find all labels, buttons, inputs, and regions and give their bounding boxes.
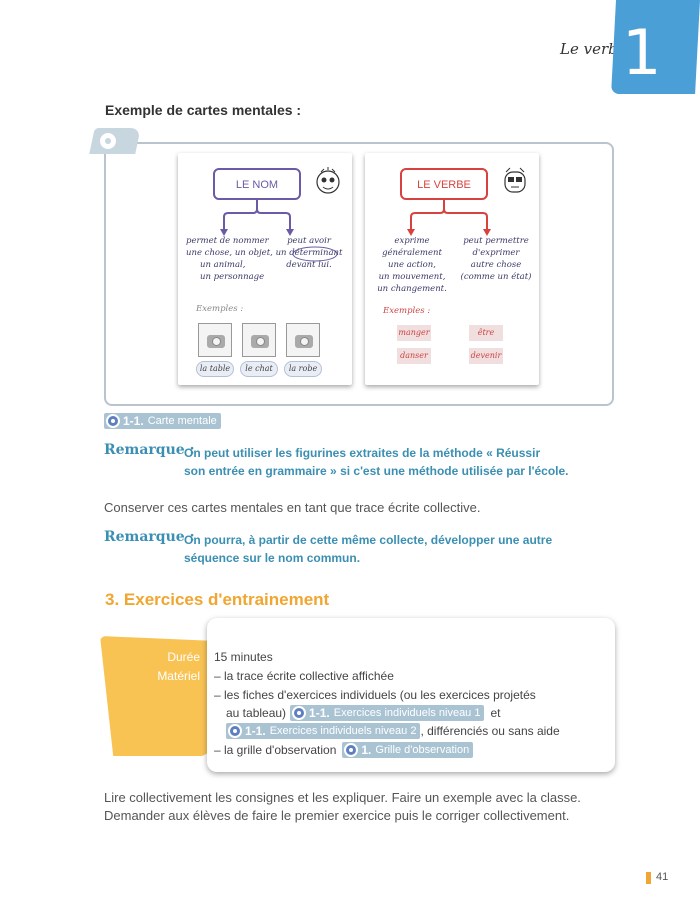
camera-icon (242, 323, 276, 357)
material-line: 1-1. Exercices individuels niveau 2 , di… (226, 722, 560, 740)
chapter-title: Le verbe (560, 40, 627, 58)
example-word: être (469, 325, 503, 341)
text-line: (comme un état) (460, 272, 532, 282)
duration-key: Durée (167, 650, 200, 664)
example-label: la robe (284, 361, 322, 377)
remark-text: On pourra, à partir de cette même collec… (184, 531, 552, 567)
resource-code: 1-1. (245, 724, 266, 738)
resource-code: 1-1. (309, 706, 330, 720)
duration-value: 15 minutes (214, 650, 273, 664)
mind-map-card-nom: LE NOM permet de nommer une chose, un ob… (178, 153, 352, 385)
verbe-examples-label: Exemples : (383, 306, 431, 316)
exercise-heading: 3. Exercices d'entrainement (105, 590, 330, 609)
nom-definition-left: permet de nommer une chose, un objet, un… (186, 235, 273, 283)
material-line: au tableau) 1-1. Exercices individuels n… (226, 704, 501, 722)
text-line: On pourra, à partir de cette même collec… (184, 533, 553, 547)
text-line: d'exprimer (472, 248, 520, 258)
info-flag (100, 636, 210, 756)
text-line: devant lui. (286, 260, 332, 270)
material-line: – les fiches d'exercices individuels (ou… (214, 688, 536, 702)
text-line: peut permettre (463, 236, 529, 246)
mind-map-arrows-nom (220, 200, 338, 262)
section-heading: Exemple de cartes mentales : (105, 102, 302, 118)
text-fragment: et (490, 706, 501, 720)
text-line: un mouvement, (378, 272, 446, 282)
example-word: devenir (469, 348, 503, 364)
nom-examples-label: Exemples : (196, 304, 244, 314)
text-line: un déterminant (275, 248, 343, 258)
example-word: danser (397, 348, 431, 364)
resource-label: Grille d'observation (375, 744, 470, 756)
verbe-definition-right: peut permettre d'exprimer autre chose (c… (455, 235, 537, 283)
paragraph: Lire collectivement les consignes et les… (104, 789, 581, 825)
camera-icon (198, 323, 232, 357)
material-key: Matériel (157, 669, 200, 683)
text-fragment: – la grille d'observation (214, 743, 337, 757)
text-line: un animal, (200, 260, 246, 270)
resource-tag-grille-observation[interactable]: 1. Grille d'observation (342, 742, 474, 758)
mind-map-card-verbe: LE VERBE exprime généralement une action… (365, 153, 539, 385)
cd-disc-icon (106, 414, 120, 428)
resource-code: 1. (361, 743, 372, 757)
text-line: une action, (388, 260, 436, 270)
resource-label: Carte mentale (147, 415, 217, 427)
text-line: Demander aux élèves de faire le premier … (104, 808, 570, 823)
example-label: le chat (240, 361, 278, 377)
text-line: son entrée en grammaire » si c'est une m… (184, 464, 569, 478)
remark-label: Remarque : (104, 529, 195, 545)
resource-label: Exercices individuels niveau 1 (333, 707, 481, 719)
text-line: généralement (382, 248, 442, 258)
mind-map-title-verbe: LE VERBE (400, 168, 488, 200)
material-line: – la grille d'observation 1. Grille d'ob… (214, 741, 474, 759)
resource-label: Exercices individuels niveau 2 (269, 725, 417, 737)
resource-code: 1-1. (123, 414, 144, 428)
text-line: On peut utiliser les figurines extraites… (184, 446, 541, 460)
verbe-definition-left: exprime généralement une action, un mouv… (369, 235, 455, 295)
text-line: peut avoir (287, 236, 331, 246)
text-line: Lire collectivement les consignes et les… (104, 790, 581, 805)
text-line: autre chose (470, 260, 522, 270)
mind-map-title-nom: LE NOM (213, 168, 301, 200)
paragraph: Conserver ces cartes mentales en tant qu… (104, 500, 481, 515)
camera-icon (286, 323, 320, 357)
text-line: un personnage (200, 272, 265, 282)
remark-text: On peut utiliser les figurines extraites… (184, 444, 569, 480)
nom-definition-right: peut avoir un déterminant devant lui. (270, 235, 348, 271)
text-line: séquence sur le nom commun. (184, 551, 361, 565)
resource-tag-exercices-niveau-1[interactable]: 1-1. Exercices individuels niveau 1 (290, 705, 485, 721)
example-label: la table (196, 361, 234, 377)
text-line: exprime (394, 236, 430, 246)
audio-icon[interactable] (100, 133, 116, 149)
example-word: manger (397, 325, 431, 341)
text-line: une chose, un objet, (186, 248, 273, 258)
chapter-number: 1 (622, 16, 662, 89)
text-fragment: , différenciés ou sans aide (420, 724, 560, 738)
cd-disc-icon (344, 743, 359, 757)
remark-label: Remarque : (104, 442, 195, 458)
material-line: – la trace écrite collective affichée (214, 669, 394, 683)
resource-tag-carte-mentale[interactable]: 1-1. Carte mentale (104, 413, 221, 429)
character-face-icon (502, 167, 528, 195)
page-marker (646, 872, 651, 884)
page-number: 41 (656, 871, 669, 883)
cd-disc-icon (228, 724, 242, 738)
resource-tag-exercices-niveau-2[interactable]: 1-1. Exercices individuels niveau 2 (226, 723, 421, 739)
text-line: permet de nommer (186, 236, 269, 246)
mind-map-arrows-verbe (407, 200, 491, 236)
text-line: un changement. (377, 284, 447, 294)
text-fragment: au tableau) (226, 706, 287, 720)
cd-disc-icon (292, 706, 307, 720)
character-face-icon (315, 167, 341, 195)
